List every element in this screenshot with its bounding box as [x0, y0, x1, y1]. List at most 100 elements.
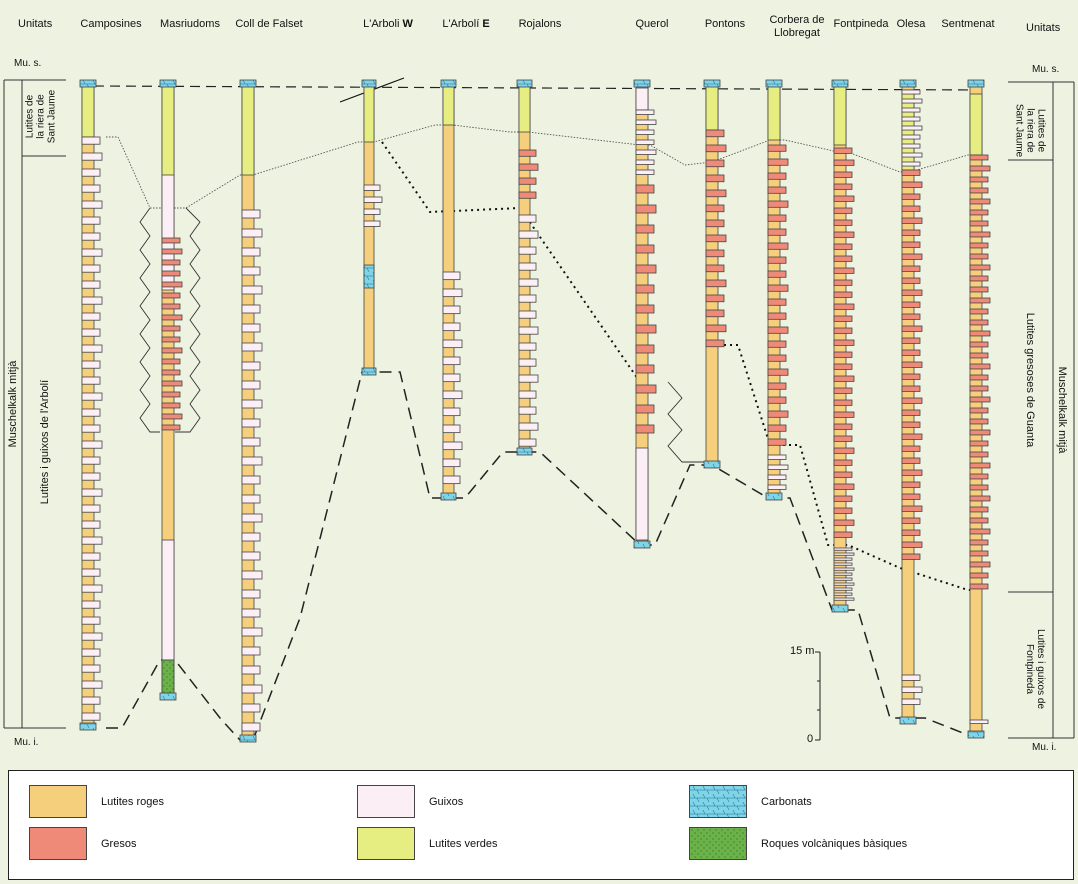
column-header-corbera: Corbera de Llobregat [769, 14, 825, 39]
corbera-carbonats-top [765, 79, 783, 88]
corbera-guixos-bed [767, 454, 787, 460]
camposines-guixos-bed [81, 680, 103, 689]
sentmenat-gresos-bed [969, 187, 989, 194]
corbera-gresos-bed [767, 438, 787, 446]
rojalons-lutites-verdes [518, 85, 531, 133]
camposines-guixos-bed [81, 408, 101, 417]
pontons-lutites-verdes [705, 85, 719, 131]
corbera-gresos-bed [767, 242, 789, 250]
querol-gresos-bed [635, 284, 655, 294]
olesa-gresos-bed [901, 181, 923, 188]
camposines-guixos-bed [81, 152, 103, 161]
sentmenat-gresos-bed [969, 220, 989, 227]
olesa-gresos-bed [901, 385, 921, 392]
fontpineda-gresos-bed [833, 387, 853, 394]
fontpineda-gresos-bed [833, 363, 853, 370]
fontpineda-guixos-bed [833, 587, 853, 591]
camposines-guixos-bed [81, 632, 103, 641]
camposines-guixos-bed [81, 296, 103, 305]
sentmenat-gresos-bed [969, 561, 991, 568]
arboli-e-guixos-bed [442, 441, 463, 451]
right-lutites-riera-label: Lutites de la riera de Sant Jaume [1013, 103, 1047, 158]
rojalons-guixos-bed [518, 438, 537, 447]
pontons-gresos-bed [705, 189, 727, 198]
rojalons-guixos-bed [518, 230, 539, 239]
olesa-gresos-bed [901, 349, 921, 356]
corbera-gresos-bed [767, 396, 787, 404]
querol-guixos-bed [635, 149, 657, 155]
corbera-lutites-verdes [767, 85, 781, 141]
masriudoms-guixos-unit [161, 539, 175, 661]
column-header-arboli-e: L'Arbolí E [442, 18, 489, 31]
fontpineda-guixos-bed [833, 557, 853, 561]
fontpineda-gresos-bed [833, 267, 855, 274]
coll-de-falset-guixos-bed [241, 285, 263, 295]
corbera-gresos-bed [767, 158, 789, 166]
fontpineda-guixos-bed [833, 572, 853, 576]
unitats-right-header: Unitats [1026, 22, 1061, 34]
legend-item-carbonats: Carbonats [689, 785, 812, 818]
fontpineda-guixos-bed [833, 577, 853, 581]
coll-de-falset-carbonats-top [239, 79, 257, 88]
olesa-carbonats-top [899, 79, 917, 88]
coll-de-falset-guixos-bed [241, 209, 261, 219]
legend-label-carbonats: Carbonats [761, 795, 812, 808]
sentmenat-gresos-bed [969, 539, 989, 546]
arboli-w-guixos-bed [363, 184, 381, 191]
arboli-e-carbonats-base [440, 492, 457, 501]
sentmenat-gresos-bed [969, 253, 989, 260]
corbera-gresos-bed [767, 270, 787, 278]
rojalons-guixos-bed [518, 422, 539, 431]
scale-bar [815, 651, 821, 741]
sentmenat-gresos-bed [969, 308, 989, 315]
sentmenat-gresos-bed [969, 198, 991, 205]
camposines-guixos-bed [81, 584, 103, 593]
arboli-w-carbonats-top [361, 79, 377, 88]
column-pontons [703, 79, 727, 469]
scale-top-label: 15 m [790, 645, 815, 657]
column-olesa [899, 79, 923, 725]
corbera-gresos-bed [767, 228, 787, 236]
rojalons-guixos-bed [518, 342, 537, 351]
corbera-guixos-bed [767, 474, 787, 480]
arboli-e-guixos-bed [442, 390, 463, 400]
camposines-guixos-bed [81, 440, 103, 449]
pontons-gresos-bed [705, 249, 725, 258]
fontpineda-gresos-bed [833, 519, 855, 526]
zigzag-masriudoms-left [139, 207, 160, 433]
sentmenat-gresos-bed [969, 319, 989, 326]
sentmenat-gresos-bed [969, 572, 989, 579]
sentmenat-gresos-bed [969, 528, 991, 535]
coll-de-falset-guixos-bed [241, 494, 261, 504]
rojalons-guixos-bed [518, 358, 537, 367]
camposines-guixos-bed [81, 312, 101, 321]
corbera-gresos-bed [767, 368, 789, 376]
legend-label-roques-volcaniques: Roques volcàniques bàsiques [761, 837, 908, 850]
coll-de-falset-carbonats-base [239, 734, 257, 743]
swatch-lutites-roges [29, 785, 87, 818]
legend-label-gresos: Gresos [101, 837, 137, 850]
corbera-gresos-bed [767, 298, 787, 306]
coll-de-falset-guixos-bed [241, 532, 261, 542]
masriudoms-gresos-bed [161, 237, 181, 244]
fontpineda-gresos-bed [833, 303, 855, 310]
olesa-gresos-bed [901, 265, 921, 272]
column-sentmenat [967, 79, 991, 739]
olesa-gresos-bed [901, 541, 923, 548]
olesa-gresos-bed [901, 205, 921, 212]
corbera-gresos-bed [767, 200, 789, 208]
corbera-guixos-bed [767, 464, 789, 470]
coll-de-falset-guixos-bed [241, 304, 261, 314]
olesa-guixos-bed [901, 152, 923, 158]
fontpineda-gresos-bed [833, 255, 853, 262]
coll-de-falset-guixos-bed [241, 342, 263, 352]
column-header-camposines: Camposines [80, 18, 142, 30]
column-header-querol: Querol [635, 18, 669, 30]
rojalons-gresos-bed [518, 163, 539, 171]
camposines-guixos-bed [81, 568, 101, 577]
arboli-e-guixos-bed [442, 271, 461, 281]
coll-de-falset-guixos-bed [241, 608, 261, 618]
column-header-fontpineda: Fontpineda [833, 18, 889, 30]
pontons-gresos-bed [705, 219, 725, 228]
